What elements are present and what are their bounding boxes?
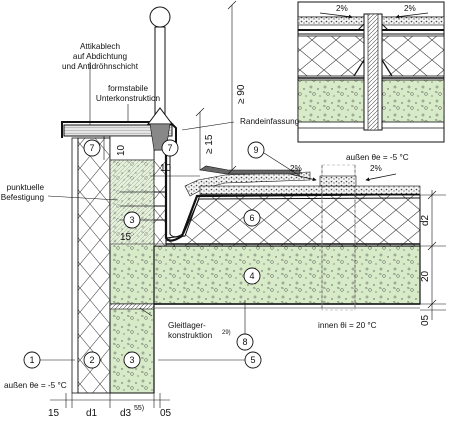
- wall-below-slab: [109, 303, 155, 394]
- concrete-slab: [109, 245, 421, 305]
- marker-3a: 3: [123, 211, 141, 229]
- detail-inset: [297, 1, 445, 143]
- label-aussen-right: außen θe = -5 °C: [346, 153, 409, 162]
- svg-text:7: 7: [167, 143, 172, 153]
- label-formstabil-1: formstabile: [108, 84, 148, 93]
- marker-6: 6: [243, 209, 261, 227]
- slope-main-left: 2%: [290, 164, 302, 173]
- label-randeinfassung: Randeinfassung: [240, 117, 300, 126]
- annotation-texts: Attikablech auf Abdichtung und Antidröhn…: [1, 4, 431, 419]
- wall-insulation: [77, 137, 111, 394]
- dim-20: 20: [420, 270, 431, 282]
- marker-2: 2: [83, 351, 101, 369]
- dim-bottom-15: 15: [48, 408, 60, 419]
- svg-text:5: 5: [250, 355, 255, 365]
- marker-9: 9: [247, 141, 265, 159]
- svg-text:1: 1: [29, 355, 34, 365]
- slope-arrows-main: [289, 173, 397, 182]
- marker-3b: 3: [123, 351, 141, 369]
- marker-7b: 7: [161, 139, 179, 157]
- svg-text:4: 4: [249, 271, 254, 281]
- dim-bottom-d1: d1: [86, 408, 98, 419]
- dim-15-horizontal: 15: [120, 232, 132, 243]
- svg-text:7: 7: [89, 143, 94, 153]
- dim-05-right: 05: [420, 314, 431, 326]
- label-attika-3: und Antidröhnschicht: [62, 62, 139, 71]
- slope-main-right: 2%: [370, 164, 382, 173]
- label-attika-1: Attikablech: [80, 42, 120, 51]
- marker-5: 5: [244, 351, 262, 369]
- dim-bottom-d3-sup: 55): [134, 405, 144, 412]
- dim-10-horizontal: 10: [160, 163, 172, 174]
- label-gleit-sup: 29): [222, 330, 231, 336]
- slope-inset-right: 2%: [404, 4, 416, 13]
- marker-8: 8: [236, 333, 254, 351]
- label-aussen-bottom: außen θe = -5 °C: [4, 381, 67, 390]
- label-gleit-1: Gleitlager-: [168, 321, 206, 330]
- vent-pipe: [147, 6, 173, 151]
- roof-insulation-main: [165, 194, 421, 247]
- svg-text:2: 2: [89, 355, 94, 365]
- marker-4: 4: [243, 267, 261, 285]
- svg-text:3: 3: [129, 215, 134, 225]
- dim-10-vertical: 10: [116, 144, 127, 156]
- position-markers: 7 7 9 3 6 4 8 5: [23, 139, 265, 369]
- edge-profile: [199, 165, 301, 175]
- label-punktuell-1: punktuelle: [7, 183, 45, 192]
- label-formstabil-2: Unterkonstruktion: [96, 94, 161, 103]
- label-punktuell-2: Befestigung: [1, 193, 45, 202]
- dim-bottom-05: 05: [160, 408, 172, 419]
- svg-text:8: 8: [242, 337, 247, 347]
- label-innen: innen θi = 20 °C: [318, 321, 377, 330]
- dim-bottom-d3: d3: [120, 408, 132, 419]
- svg-text:3: 3: [129, 355, 134, 365]
- label-gleit-2: konstruktion: [168, 331, 213, 340]
- marker-1: 1: [23, 351, 41, 369]
- sliding-bearing: [109, 303, 155, 310]
- marker-7a: 7: [83, 139, 101, 157]
- svg-text:9: 9: [253, 145, 258, 155]
- svg-text:6: 6: [249, 213, 254, 223]
- slope-inset-left: 2%: [336, 4, 348, 13]
- dim-90: ≥ 90: [236, 84, 247, 104]
- dim-15-vertical: ≥ 15: [204, 134, 215, 154]
- dimension-lines: [50, 0, 446, 408]
- label-attika-2: auf Abdichtung: [73, 52, 128, 61]
- dim-d2: d2: [420, 214, 431, 226]
- exterior-render: [71, 137, 79, 394]
- main-section: [61, 6, 421, 394]
